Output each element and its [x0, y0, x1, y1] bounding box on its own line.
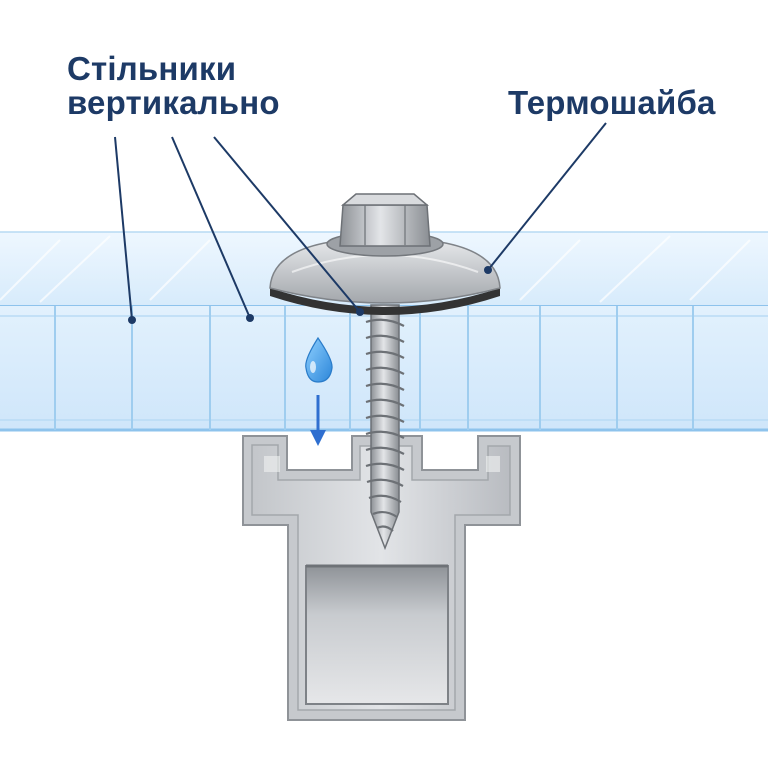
screw-hex-head [326, 193, 444, 257]
thermal-washer [269, 237, 501, 315]
leader-washer [487, 122, 607, 271]
label-cells-vertical: Стільники вертикально [67, 52, 280, 120]
arrow-down-icon [310, 395, 326, 446]
leader-lines [114, 122, 607, 321]
label-thermal-washer: Термошайба [508, 86, 716, 120]
self-tapping-screw [365, 304, 405, 551]
leader-cells-1 [114, 136, 133, 321]
water-drop-icon [305, 336, 333, 383]
screw-threads [365, 318, 405, 532]
label-cells-line2: вертикально [67, 84, 280, 121]
leader-dots [128, 266, 492, 324]
leader-cells-2 [171, 136, 251, 319]
washer-dome [269, 237, 501, 304]
label-washer-text: Термошайба [508, 84, 716, 121]
sheet-cell-walls [54, 306, 694, 430]
label-cells-line1: Стільники [67, 50, 237, 87]
sheet-top-highlights [0, 235, 751, 303]
profile-tube [305, 565, 449, 705]
leader-cells-3 [213, 136, 361, 313]
aluminium-profile [242, 435, 521, 721]
washer-rubber-seal [270, 288, 500, 315]
